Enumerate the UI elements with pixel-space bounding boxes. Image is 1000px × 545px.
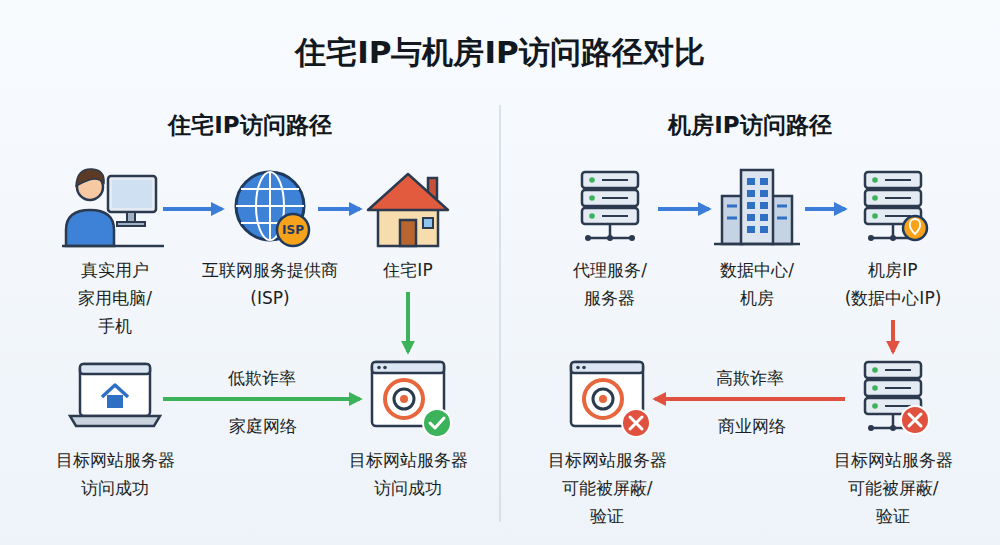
- flow-arrow: [891, 320, 895, 352]
- target-server-node: 目标网站服务器 可能被屏蔽/验证: [851, 358, 935, 438]
- globe-icon: [241, 188, 299, 190]
- datacenter-icon: [722, 196, 742, 244]
- node-caption: 数据中心/机房: [720, 256, 794, 312]
- node-caption: 互联网服务提供商 (ISP): [202, 256, 338, 312]
- house-icon: [368, 174, 448, 246]
- section-heading: 机房IP访问路径: [668, 110, 831, 141]
- caption-group: 互联网服务提供商 (ISP): [202, 256, 338, 312]
- laptop-icon: [80, 364, 150, 374]
- target-server-node: 目标网站服务器 访问成功: [73, 358, 157, 438]
- server-icon: [582, 172, 638, 241]
- datacenter-icon: [727, 205, 737, 208]
- server-icon: [582, 172, 638, 241]
- user-icon: [108, 176, 156, 212]
- target-server-node: 目标网站服务器 访问成功: [366, 358, 450, 438]
- blocked-server-icon: [909, 414, 921, 426]
- blocked-window-icon: [630, 417, 642, 429]
- node-caption: 住宅IP: [383, 256, 432, 284]
- user-icon: [76, 169, 104, 186]
- user-icon: [117, 222, 145, 226]
- user-icon: [62, 169, 164, 246]
- edge-label: 高欺诈率: [716, 366, 784, 390]
- globe-icon: [236, 172, 304, 240]
- target-server-node: 目标网站服务器 可能被屏蔽/验证: [565, 358, 649, 438]
- globe-icon: [277, 214, 309, 246]
- edge-label: 低欺诈率: [228, 366, 296, 390]
- house-icon: [368, 174, 448, 210]
- blocked-server-icon: [865, 362, 929, 434]
- laptop-icon: [70, 364, 160, 426]
- caption-group: 机房IP (数据中心IP): [845, 256, 942, 312]
- datacenter-icon: [741, 170, 773, 244]
- user-icon: [62, 245, 164, 248]
- badge-text: ISP: [282, 223, 304, 237]
- datacenter-ip-node: 机房IP (数据中心IP): [851, 168, 935, 248]
- server-ip-icon: [865, 172, 927, 241]
- caption-group: 目标网站服务器 访问成功: [349, 446, 468, 502]
- node-caption: 目标网站服务器 可能被屏蔽/验证: [834, 446, 953, 530]
- proxy-server-node: 代理服务/服务器: [568, 168, 652, 248]
- caption-group: 目标网站服务器 可能被屏蔽/验证: [548, 446, 667, 530]
- diagram-title: 住宅IP与机房IP访问路径对比: [295, 32, 705, 74]
- user-icon: [127, 212, 135, 222]
- globe-icon: [236, 172, 309, 246]
- flow-arrow: [318, 207, 360, 211]
- house-icon: [400, 220, 416, 246]
- edge-note: 商业网络: [718, 415, 786, 438]
- datacenter-icon: [714, 243, 800, 246]
- caption-group: 真实用户 家用电脑/手机: [78, 256, 152, 340]
- caption-group: 代理服务/服务器: [573, 256, 647, 312]
- isp-node: 互联网服务提供商 (ISP): [228, 168, 312, 248]
- caption-group: 住宅IP: [383, 256, 432, 284]
- blocked-server-icon: [865, 362, 921, 431]
- datacenter-icon: [772, 196, 792, 244]
- target-window-icon: [423, 409, 451, 437]
- node-caption: 目标网站服务器 访问成功: [56, 446, 175, 502]
- node-caption: 机房IP (数据中心IP): [845, 256, 942, 312]
- residential-ip-node: 住宅IP: [366, 168, 450, 248]
- section-divider: [499, 105, 501, 522]
- node-caption: 真实用户 家用电脑/手机: [78, 256, 152, 340]
- datacenter-icon: [777, 205, 787, 208]
- section-heading: 住宅IP访问路径: [168, 110, 331, 141]
- server-ip-icon: [910, 219, 920, 234]
- blocked-window-icon: [571, 362, 650, 437]
- target-window-icon: [430, 418, 444, 428]
- datacenter-icon: [746, 177, 770, 235]
- edge-note: 家庭网络: [229, 415, 297, 438]
- laptop-icon: [80, 364, 150, 416]
- globe-icon: [236, 205, 304, 207]
- caption-group: 目标网站服务器 访问成功: [56, 446, 175, 502]
- house-icon: [423, 218, 433, 228]
- node-caption: 目标网站服务器 可能被屏蔽/验证: [548, 446, 667, 530]
- datacenter-icon: [777, 217, 787, 220]
- server-ip-icon: [865, 172, 921, 241]
- target-window-icon: [372, 362, 451, 437]
- datacenter-node: 数据中心/机房: [715, 168, 799, 248]
- flow-arrow: [658, 207, 709, 211]
- server-ip-icon: [903, 216, 927, 240]
- flow-arrow: [805, 207, 845, 211]
- user-icon: [66, 210, 114, 246]
- caption-group: 数据中心/机房: [720, 256, 794, 312]
- house-icon: [378, 206, 438, 246]
- laptop-icon: [107, 395, 123, 408]
- flow-arrow: [163, 397, 360, 401]
- node-caption: 代理服务/服务器: [573, 256, 647, 312]
- datacenter-icon: [727, 217, 737, 220]
- flow-arrow: [163, 207, 222, 211]
- flow-arrow: [406, 292, 410, 352]
- flow-arrow: [655, 397, 845, 401]
- datacenter-icon: [714, 170, 800, 244]
- blocked-window-icon: [622, 409, 650, 437]
- laptop-icon: [70, 416, 160, 426]
- user-node: 真实用户 家用电脑/手机: [73, 168, 157, 248]
- blocked-server-icon: [901, 406, 929, 434]
- node-caption: 目标网站服务器 访问成功: [349, 446, 468, 502]
- user-icon: [112, 180, 152, 208]
- caption-group: 目标网站服务器 可能被屏蔽/验证: [834, 446, 953, 530]
